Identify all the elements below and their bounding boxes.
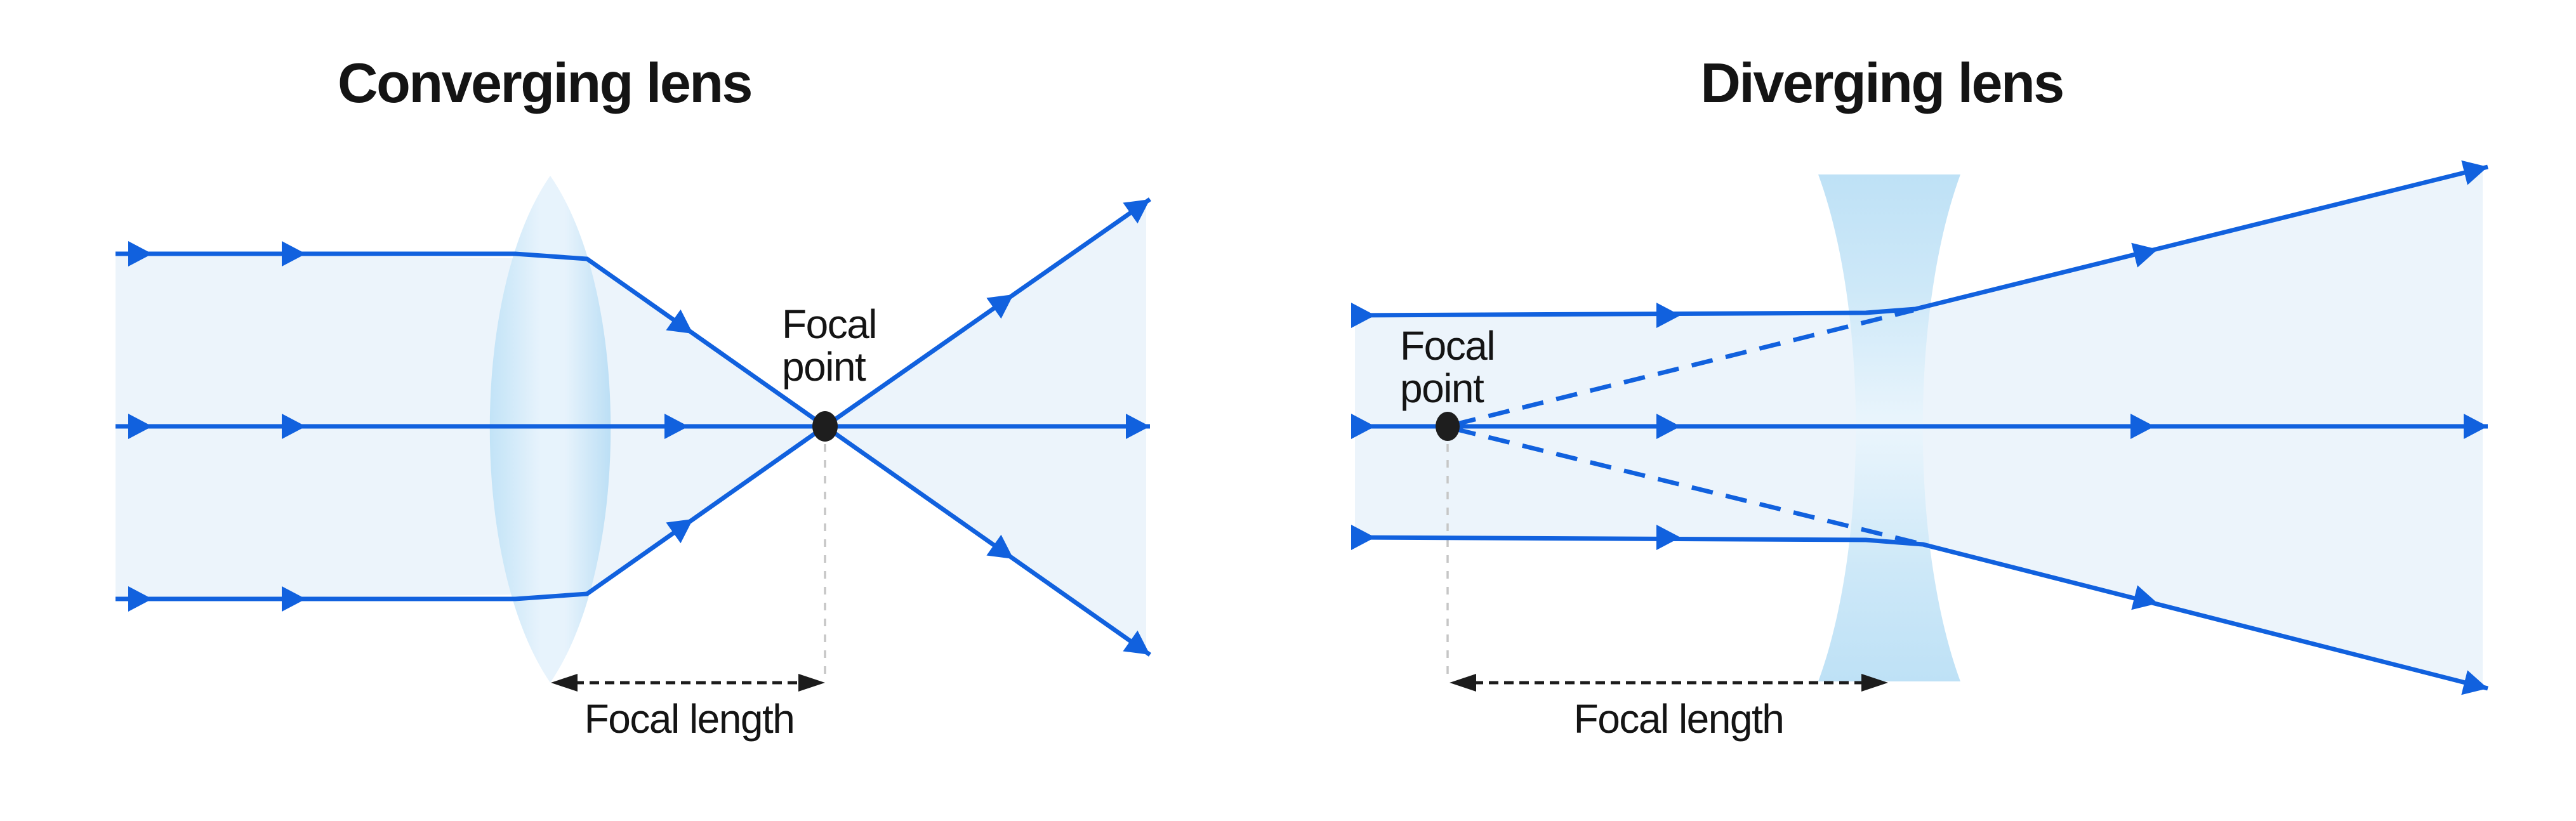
- virtual-ray-dashed-upper: [1454, 308, 1914, 427]
- ray-arrowhead-icon: [128, 414, 152, 439]
- focal-point-label-right: Focal point: [1400, 323, 1496, 411]
- ray-arrowhead-icon: [1126, 414, 1150, 439]
- focal-point-dot-left: [812, 411, 838, 442]
- measure-arrowhead-icon: [1861, 674, 1888, 692]
- measure-arrowhead-icon: [798, 674, 825, 692]
- ray-arrowhead-icon: [282, 241, 306, 266]
- virtual-ray-dashed-lower: [1454, 426, 1921, 546]
- ray-arrowhead-icon: [282, 414, 306, 439]
- ray-arrowhead-icon: [664, 414, 689, 439]
- convex-lens: [489, 176, 611, 683]
- diverging-lens-title: Diverging lens: [1700, 51, 2064, 114]
- ray-arrowhead-icon: [2461, 670, 2488, 695]
- ray-arrowhead-icon: [986, 534, 1014, 559]
- focal-point-label-left: Focal point: [782, 301, 878, 390]
- ray-converging-bottom: [116, 197, 1152, 601]
- ray-arrowhead-icon: [2131, 242, 2158, 268]
- ray-arrowhead-icon: [666, 519, 693, 544]
- ray-arrowhead-icon: [2131, 585, 2158, 610]
- measure-arrowhead-icon: [551, 674, 578, 692]
- ray-arrowhead-icon: [1656, 414, 1681, 439]
- ray-arrowhead-icon: [1351, 414, 1375, 439]
- ray-arrowhead-icon: [282, 586, 306, 612]
- focal-length-label-right: Focal length: [1573, 696, 1785, 742]
- ray-arrowhead-icon: [666, 309, 693, 334]
- ray-arrowhead-icon: [128, 241, 152, 266]
- ray-diverging-bottom: [1354, 535, 2488, 691]
- ray-arrowhead-icon: [1656, 303, 1681, 328]
- ray-arrowhead-icon: [1351, 525, 1375, 550]
- ray-arrowhead-icon: [1123, 630, 1150, 655]
- ray-arrowhead-icon: [1351, 303, 1375, 328]
- ray-arrowhead-icon: [2464, 414, 2488, 439]
- ray-diverging-top: [1354, 164, 2488, 318]
- ray-arrowhead-icon: [2130, 414, 2155, 439]
- measure-arrowhead-icon: [1450, 674, 1476, 692]
- focal-point-dot-right: [1436, 412, 1460, 441]
- ray-arrowhead-icon: [128, 586, 152, 612]
- focal-length-label-left: Focal length: [584, 696, 795, 742]
- converging-lens-title: Converging lens: [338, 51, 753, 114]
- ray-converging-top: [116, 251, 1152, 657]
- ray-arrowhead-icon: [1123, 199, 1150, 224]
- ray-arrowhead-icon: [986, 294, 1014, 319]
- ray-arrowhead-icon: [1656, 525, 1681, 550]
- ray-arrowhead-icon: [2461, 160, 2488, 185]
